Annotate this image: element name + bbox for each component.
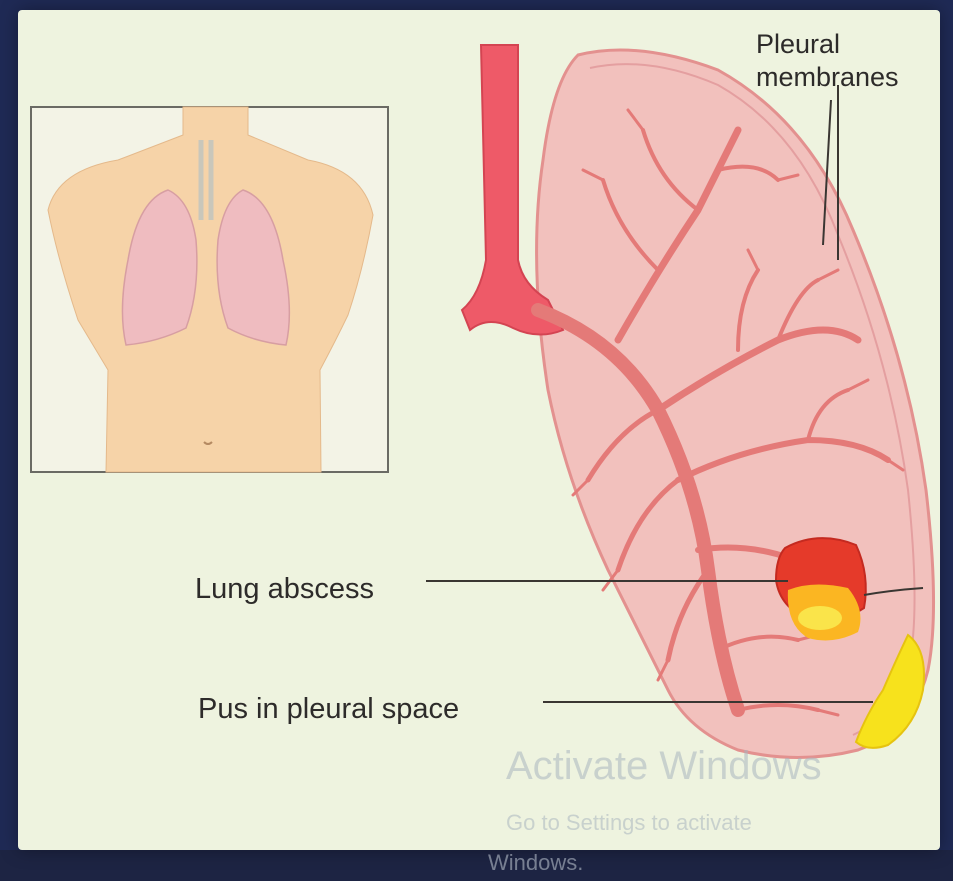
lung-outline (537, 50, 934, 758)
activate-windows-subtitle-2: Windows. (488, 850, 583, 876)
torso-inset (31, 107, 388, 472)
pleural-membranes-label: Pleural membranes (756, 28, 899, 94)
large-lung (462, 45, 934, 758)
pleural-label-line1: Pleural (756, 28, 899, 61)
lung-abscess-label: Lung abscess (195, 573, 374, 606)
activate-windows-subtitle: Go to Settings to activate (506, 810, 752, 836)
pus-label: Pus in pleural space (198, 693, 459, 726)
pleural-label-line2: membranes (756, 61, 899, 94)
lung-diagram (18, 10, 940, 850)
activate-windows-title: Activate Windows (506, 744, 822, 789)
slide: Pleural membranes Lung abscess Pus in pl… (18, 10, 940, 850)
screen-bezel (0, 850, 953, 881)
